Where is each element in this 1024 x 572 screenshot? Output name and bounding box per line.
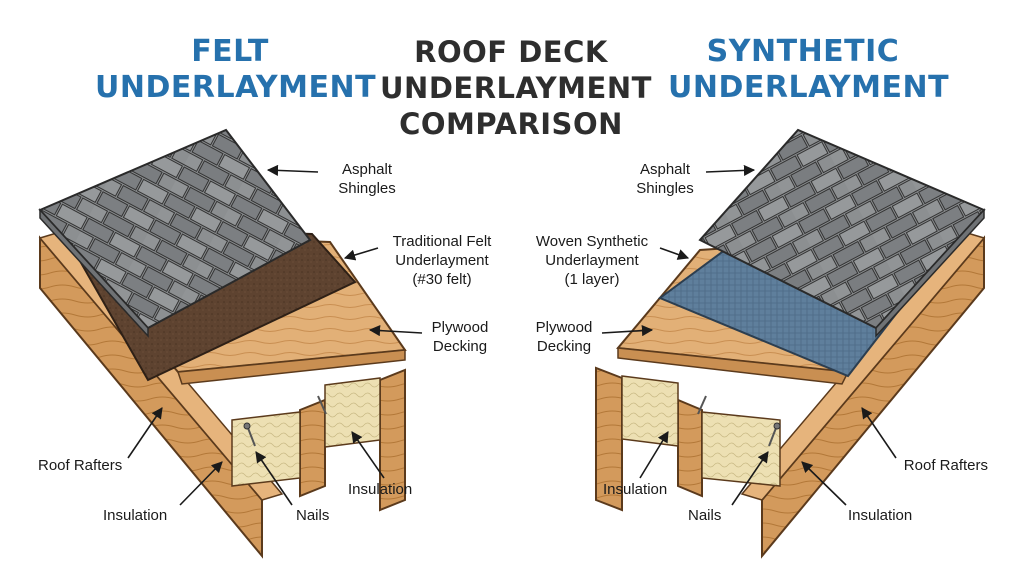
left-insulation-front <box>231 411 301 487</box>
arrow-right-insulation-back <box>639 431 669 479</box>
label-left-rafters: Roof Rafters <box>38 457 123 474</box>
label-right-insulation-front: Insulation <box>848 507 913 524</box>
leader-arrows <box>127 164 897 506</box>
title-center-line-3: COMPARISON <box>399 107 623 141</box>
left-back-rafter <box>379 368 406 512</box>
label-left-insulation-front: Insulation <box>103 507 168 524</box>
felt-underlayment-title: FELT UNDERLAYMENT <box>95 34 377 106</box>
label-right-plywood: Plywood Decking <box>535 319 593 355</box>
label-right-rafters: Roof Rafters <box>903 457 988 474</box>
label-left-insulation-back: Insulation <box>348 481 413 498</box>
arrow-left-shingles <box>266 164 319 176</box>
left-nail-head-1 <box>243 422 251 430</box>
left-plywood-edge <box>176 349 406 385</box>
left-nail-2 <box>317 395 327 415</box>
label-left-nails: Nails <box>296 507 330 524</box>
arrow-left-nails <box>255 451 293 506</box>
right-insulation-front <box>701 411 781 487</box>
label-left-felt: Traditional Felt Underlayment (#30 felt) <box>392 233 492 288</box>
right-back-rafter <box>595 366 623 512</box>
comparison-title: ROOF DECK UNDERLAYMENT COMPARISON <box>380 34 652 142</box>
synthetic-underlayment-title: SYNTHETIC UNDERLAYMENT <box>668 34 950 106</box>
right-plywood-edge <box>617 347 850 385</box>
left-nail-1 <box>247 427 256 447</box>
label-right-nails: Nails <box>688 507 722 524</box>
arrow-left-plywood <box>368 324 423 337</box>
arrow-left-rafters <box>127 407 163 459</box>
arrow-right-synthetic <box>659 247 690 260</box>
title-right-line-1: SYNTHETIC <box>706 34 900 69</box>
arrow-right-insulation-front <box>801 461 847 506</box>
label-left-plywood: Plywood Decking <box>431 319 489 355</box>
label-right-shingles: Asphalt Shingles <box>636 161 694 197</box>
title-left-line-1: FELT <box>191 34 269 69</box>
right-nail-1 <box>768 427 777 447</box>
right-rafter-side <box>740 231 986 501</box>
arrow-right-rafters <box>861 407 897 459</box>
arrow-right-plywood <box>601 325 654 337</box>
right-nail-2 <box>697 395 707 415</box>
arrow-left-felt <box>343 247 379 261</box>
synthetic-roof-illustration <box>595 128 986 559</box>
felt-roof-illustration <box>38 128 407 559</box>
right-mid-rafter <box>677 398 703 498</box>
title-center-line-1: ROOF DECK <box>414 35 608 69</box>
arrow-left-insulation-front <box>179 461 223 506</box>
title-center-line-2: UNDERLAYMENT <box>380 71 652 105</box>
left-shingle-edge <box>39 208 149 338</box>
right-nail-head-1 <box>773 422 781 430</box>
arrow-left-insulation-back <box>351 431 385 479</box>
label-left-shingles: Asphalt Shingles <box>338 161 396 197</box>
right-shingle-edge <box>875 208 985 338</box>
title-right-line-2: UNDERLAYMENT <box>668 70 950 105</box>
left-mid-rafter <box>299 398 326 498</box>
title-left-line-2: UNDERLAYMENT <box>95 70 377 105</box>
right-insulation-back <box>621 375 679 447</box>
label-right-insulation-back: Insulation <box>603 481 668 498</box>
arrow-right-shingles <box>705 164 756 177</box>
arrow-right-nails <box>731 451 769 506</box>
left-insulation-back <box>324 377 381 448</box>
label-right-synthetic: Woven Synthetic Underlayment (1 layer) <box>535 233 649 288</box>
